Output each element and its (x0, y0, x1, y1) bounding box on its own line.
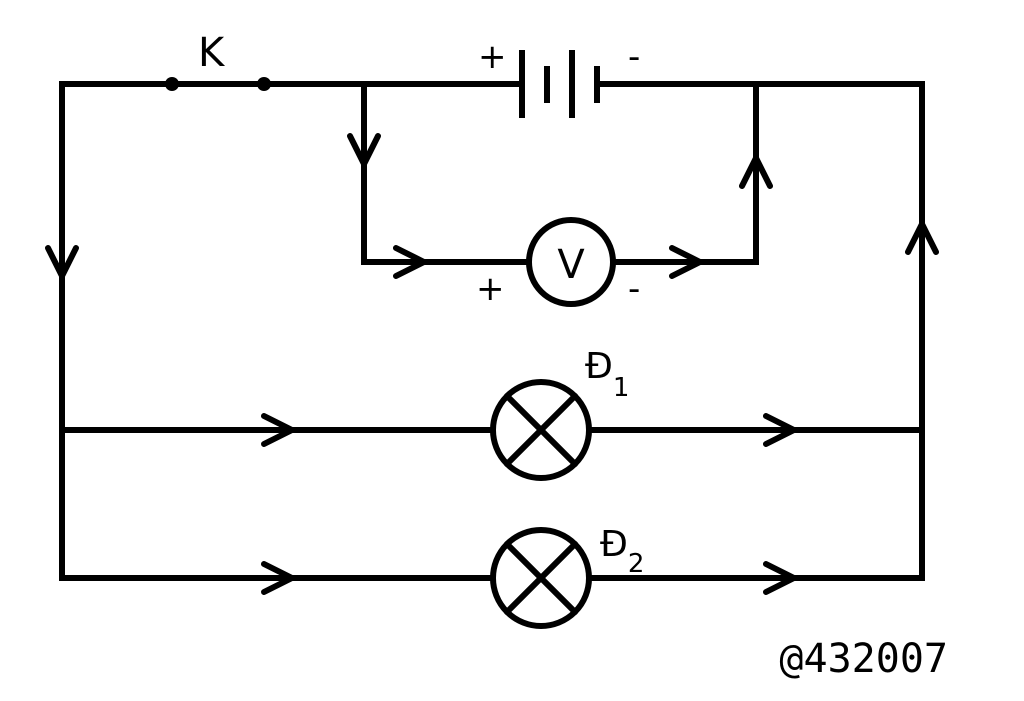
arrow-right-lamp2-left (261, 561, 295, 595)
lamp2-cross-b (504, 541, 578, 615)
lamp2-subscript: 2 (628, 549, 645, 579)
wire-voltmeter-right (609, 81, 759, 265)
lamp-1: Đ1 (490, 346, 629, 481)
switch-label: K (198, 30, 226, 76)
voltmeter-minus-label: - (628, 269, 640, 309)
arrow-right-lamp2-right (763, 561, 797, 595)
arrow-right-lamp1-right (763, 413, 797, 447)
lamp2-label: Đ2 (600, 524, 644, 579)
voltmeter-plus-label: + (476, 269, 505, 309)
arrow-right-lamp1-left (261, 413, 295, 447)
arrow-up-right-wire (905, 221, 939, 255)
current-arrows (45, 133, 939, 595)
lamp-2: Đ2 (490, 524, 644, 629)
lamp2-letter: Đ (600, 524, 628, 565)
watermark: @432007 (779, 636, 948, 682)
switch-terminal-left (165, 77, 179, 91)
lamp1-cross-b (504, 393, 578, 467)
lamp1-subscript: 1 (613, 373, 630, 403)
circuit-wires (59, 81, 925, 581)
voltmeter: V + - (476, 217, 640, 309)
wire-voltmeter-left (361, 81, 533, 265)
lamp1-label: Đ1 (585, 346, 629, 403)
voltmeter-symbol: V (557, 242, 585, 288)
battery-plus-label: + (478, 37, 507, 77)
arrow-down-voltmeter-branch (347, 133, 381, 167)
arrow-down-left-wire (45, 245, 79, 279)
switch-k: K (165, 30, 271, 91)
battery: + - (478, 37, 640, 118)
battery-minus-label: - (628, 37, 640, 77)
lamp1-letter: Đ (585, 346, 613, 387)
voltmeter-circle (526, 217, 616, 307)
switch-terminal-right (257, 77, 271, 91)
arrow-right-voltmeter-right (669, 245, 703, 279)
arrow-up-voltmeter-branch (739, 155, 773, 189)
arrow-right-voltmeter-left (393, 245, 427, 279)
